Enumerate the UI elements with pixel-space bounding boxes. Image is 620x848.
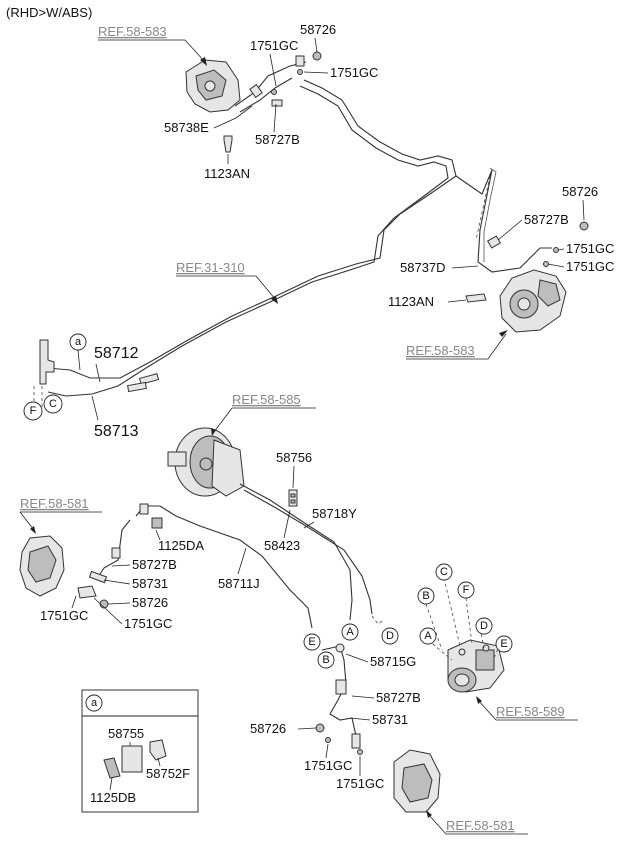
bolt-1125db [103,757,121,779]
circle-b-abs [417,587,435,605]
circle-c-abs [435,563,453,581]
label-1751gc-b: 1751GC [330,65,378,80]
label-1125da: 1125DA [158,538,204,553]
bolt-1123an-right [465,293,487,303]
label-1751gc-h: 1751GC [336,776,384,791]
part-58755 [121,745,143,773]
ref-58-583-top[interactable]: REF.58-583 [98,24,167,39]
label-58711j: 58711J [218,576,260,591]
bolt-58726-low [315,723,325,733]
abs-module [447,639,505,693]
svg-text:A: A [346,626,354,638]
label-58726-top: 58726 [300,22,336,37]
label-1751gc-f: 1751GC [124,616,172,631]
label-58727b-right: 58727B [524,212,569,227]
circle-d-abs [475,617,493,635]
ref-58-581-bottom[interactable]: REF.58-581 [446,818,515,833]
svg-text:C: C [440,566,448,578]
svg-text:D: D [386,630,394,642]
label-58713: 58713 [94,423,139,440]
diagram-title: (RHD>W/ABS) [6,5,92,20]
circle-a-abs [419,627,437,645]
front-right-caliper [393,749,441,813]
label-58726-low: 58726 [250,721,286,736]
circle-e-mid [303,633,321,651]
circle-f-abs [457,581,475,599]
label-1751gc-g: 1751GC [304,758,352,773]
label-58731-mid: 58731 [132,576,168,591]
svg-text:F: F [30,405,37,417]
circle-e-abs [495,635,513,653]
label-58715g: 58715G [370,654,416,669]
front-left-caliper-lower [19,535,65,597]
label-58731-low: 58731 [372,712,408,727]
label-1751gc-a: 1751GC [250,38,298,53]
inset-box-a: a [81,689,199,813]
bolt-58726-top [312,51,322,61]
circle-c-left [43,394,63,414]
label-58727b-mid: 58727B [132,557,177,572]
ref-58-585[interactable]: REF.58-585 [232,392,301,407]
svg-text:A: A [424,630,432,642]
ref-58-589[interactable]: REF.58-589 [496,704,565,719]
label-58712: 58712 [94,345,139,362]
label-58756: 58756 [276,450,312,465]
ref-31-310[interactable]: REF.31-310 [176,260,245,275]
label-58726-right: 58726 [562,184,598,199]
bolt-1123an-top [223,135,233,153]
circle-a-mid [341,623,359,641]
label-1123an-top: 1123AN [204,166,250,181]
svg-text:F: F [463,584,470,596]
svg-text:B: B [322,654,329,666]
label-58738e: 58738E [164,120,209,135]
rear-right-caliper [499,269,567,333]
clip-58756 [288,489,298,507]
label-58727b-low: 58727B [376,690,421,705]
svg-text:D: D [480,620,488,632]
svg-text:E: E [308,636,315,648]
svg-text:a: a [75,336,82,348]
label-58423: 58423 [264,538,300,553]
label-1751gc-e: 1751GC [40,608,88,623]
label-1123an-right: 1123AN [388,294,434,309]
bolt-1125da [151,517,163,529]
circle-d-mid [381,627,399,645]
ref-58-583-right[interactable]: REF.58-583 [406,343,475,358]
svg-text:E: E [500,638,507,650]
part-58752f [149,739,167,761]
label-58727b-top: 58727B [255,132,300,147]
label-1751gc-c: 1751GC [566,241,614,256]
circle-f-left [23,401,43,421]
label-58737d: 58737D [400,260,446,275]
ref-58-581-left[interactable]: REF.58-581 [20,496,89,511]
label-58755: 58755 [108,726,144,741]
brake-booster [167,427,245,497]
label-58718y: 58718Y [312,506,357,521]
inset-a-label: a [91,697,98,709]
label-1751gc-d: 1751GC [566,259,614,274]
circle-b-mid [317,651,335,669]
svg-text:C: C [49,398,57,410]
label-58726-mid: 58726 [132,595,168,610]
svg-text:B: B [422,590,429,602]
label-58752f: 58752F [146,766,190,781]
bolt-58726-right [579,221,589,231]
label-1125db: 1125DB [90,790,136,805]
front-left-caliper [185,59,241,113]
